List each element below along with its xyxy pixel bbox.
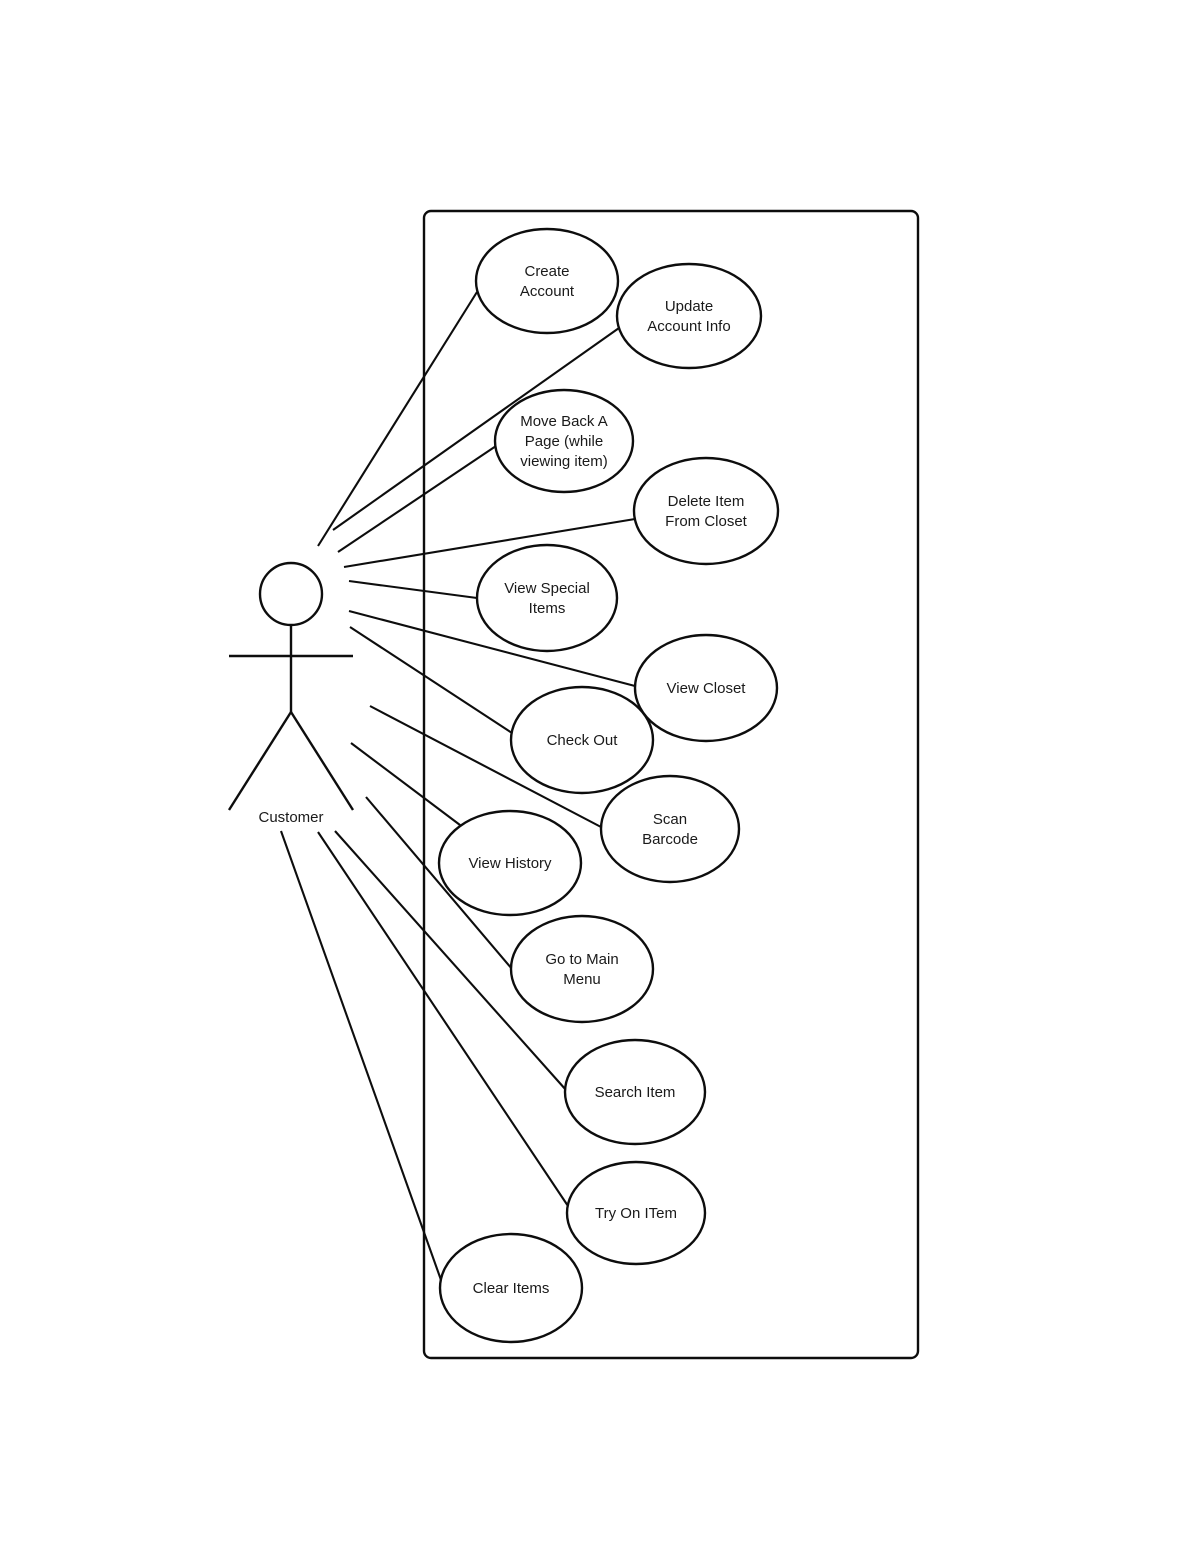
association-line-try-on-item [317, 831, 569, 1207]
use-case-label: Try On ITem [595, 1205, 677, 1222]
association-line-check-out [349, 626, 513, 734]
association-line-update-account-info [332, 327, 620, 531]
use-case-ellipse [475, 543, 619, 653]
actor-right-leg [289, 711, 355, 811]
use-case-ellipse [437, 809, 583, 917]
use-case-ellipse [509, 914, 655, 1024]
association-line-view-closet [348, 609, 636, 688]
use-case-ellipse [493, 388, 635, 494]
use-case-label: View History [468, 855, 552, 872]
use-case-ellipse [474, 227, 620, 335]
actor-customer: Customer [227, 561, 355, 826]
actor-label: Customer [258, 809, 323, 826]
actor-head-icon [258, 561, 324, 627]
use-case-ellipse [599, 774, 741, 884]
use-case-ellipse [563, 1038, 707, 1146]
association-line-scan-barcode [369, 705, 602, 828]
association-line-view-special-items [348, 579, 478, 600]
association-line-clear-items [280, 830, 442, 1281]
use-case-label: Check Out [547, 732, 619, 749]
use-case-ellipse [632, 456, 780, 566]
use-case-label: Clear Items [473, 1280, 550, 1297]
association-line-delete-item-from-closet [343, 517, 636, 569]
use-case-try-on-item: Try On ITem [565, 1160, 707, 1266]
use-case-check-out: Check Out [509, 685, 655, 795]
use-case-ellipse [565, 1160, 707, 1266]
association-line-search-item [334, 830, 567, 1091]
use-case-ellipse [509, 685, 655, 795]
use-case-search-item: Search Item [563, 1038, 707, 1146]
use-case-view-history: View History [437, 809, 583, 917]
use-case-label: View Closet [667, 680, 747, 697]
use-case-ellipse [615, 262, 763, 370]
use-case-ellipse [633, 633, 779, 743]
use-case-clear-items: Clear Items [438, 1232, 584, 1344]
association-line-view-history [350, 742, 461, 826]
use-case-view-closet: View Closet [633, 633, 779, 743]
association-line-move-back-a-page [337, 445, 497, 553]
actor-left-leg [227, 711, 293, 811]
association-line-go-to-main-menu [365, 796, 513, 970]
use-case-label: Search Item [595, 1084, 676, 1101]
association-line-create-account [317, 291, 478, 547]
use-case-ellipse [438, 1232, 584, 1344]
